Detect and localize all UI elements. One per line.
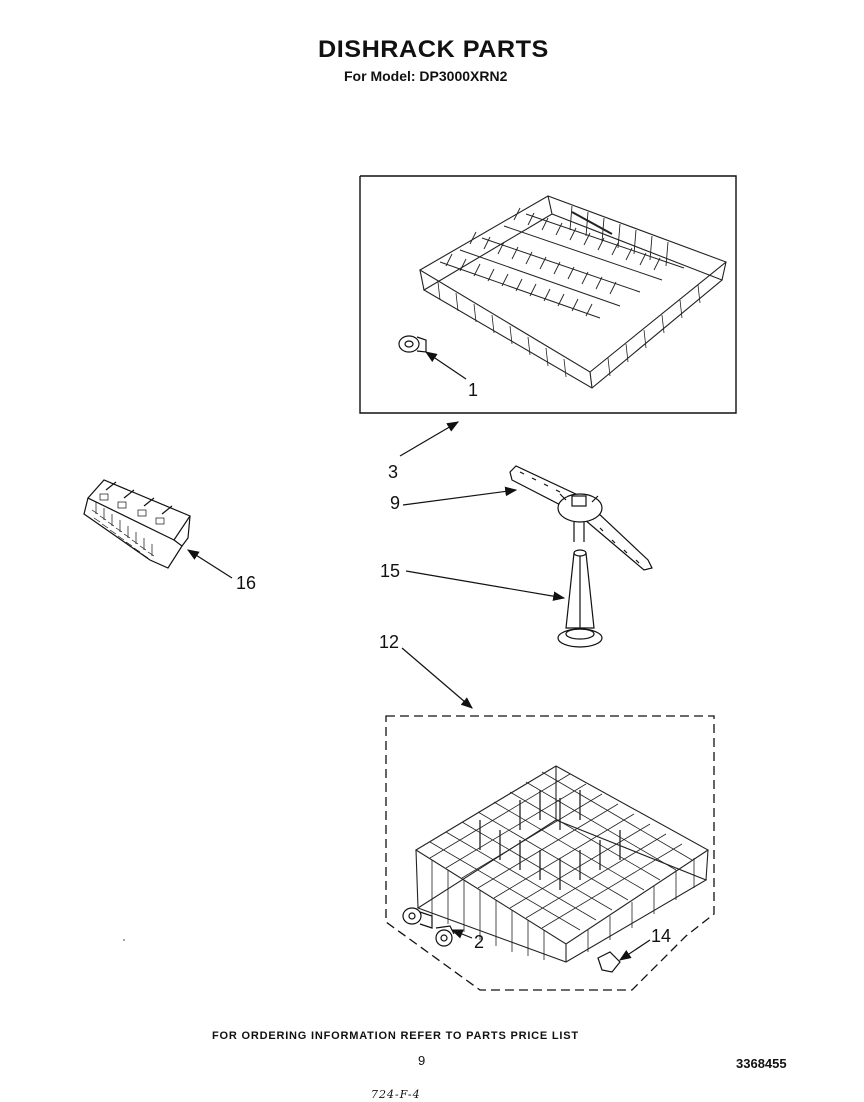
callout-16: 16 xyxy=(236,573,257,593)
callout-2: 2 xyxy=(474,932,485,952)
upper-rack-illustration xyxy=(418,195,728,389)
callout-15: 15 xyxy=(380,561,401,581)
lower-rack-group-box xyxy=(385,715,715,991)
ordering-note: FOR ORDERING INFORMATION REFER TO PARTS … xyxy=(212,1030,579,1042)
callout-9: 9 xyxy=(390,493,401,513)
page-title: DISHRACK PARTS xyxy=(318,36,549,63)
callout-14: 14 xyxy=(651,926,672,946)
silverware-basket-part-16 xyxy=(83,479,191,569)
document-number: 3368455 xyxy=(736,1056,787,1071)
rack-roller-part-1 xyxy=(398,335,427,353)
callout-1: 1 xyxy=(468,380,479,400)
callout-3: 3 xyxy=(388,462,399,482)
handwritten-mark: 724-F-4 xyxy=(371,1088,421,1101)
callout-12: 12 xyxy=(379,632,400,652)
page-number: 9 xyxy=(418,1053,426,1068)
spray-tower-part-15 xyxy=(557,549,603,648)
spray-arm-part-9 xyxy=(509,465,653,571)
upper-rack-group-box xyxy=(359,175,737,414)
model-subtitle: For Model: DP3000XRN2 xyxy=(344,68,508,84)
lower-rack-illustration xyxy=(414,765,710,963)
tine-cap-part-14 xyxy=(597,951,621,973)
